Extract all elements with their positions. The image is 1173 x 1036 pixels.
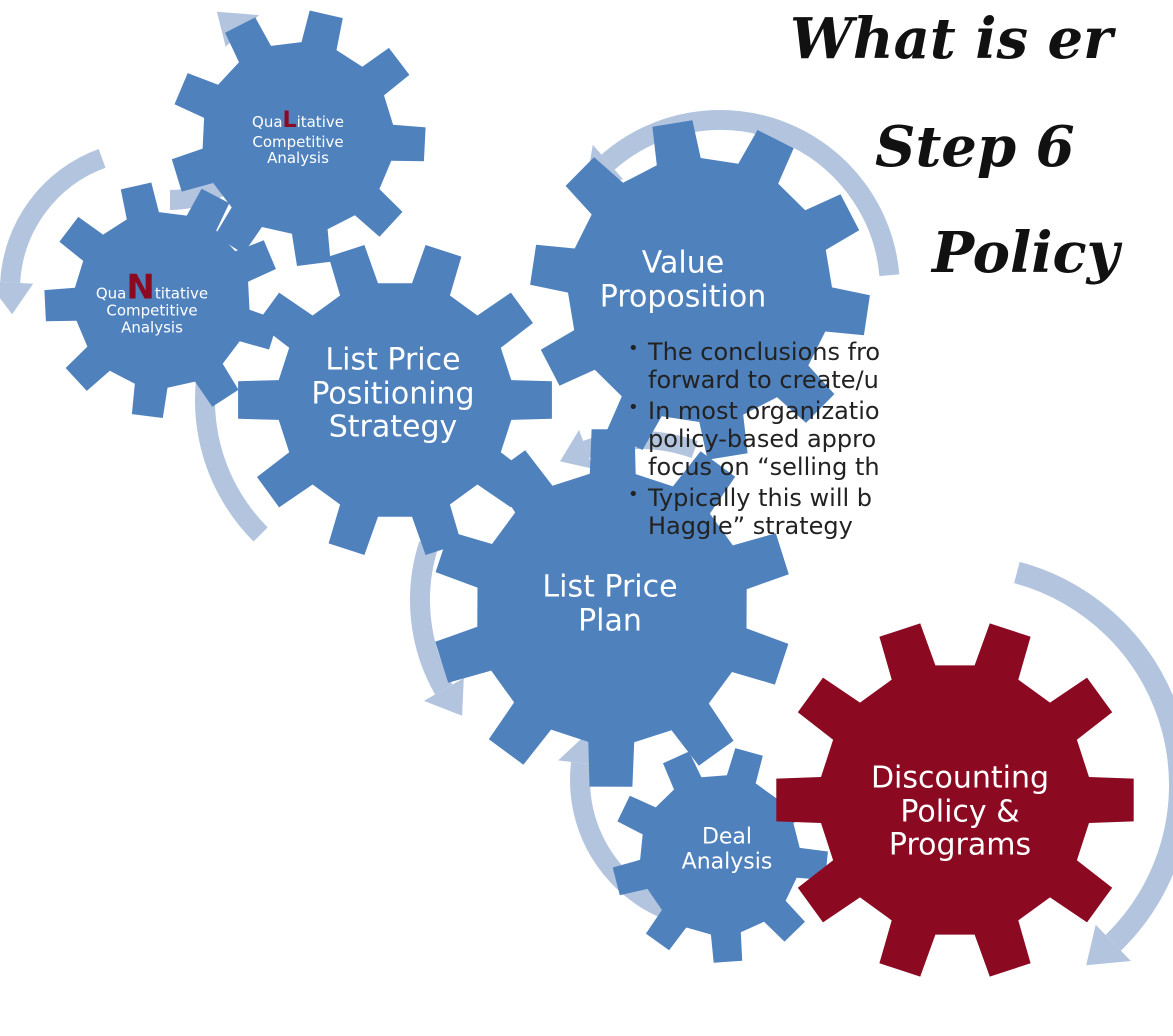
arrow-discounting-head: [1086, 924, 1131, 966]
gear-label-line: Positioning: [311, 376, 475, 412]
gear-label-quantitative-line3: Analysis: [121, 317, 183, 336]
bullet-line: focus on “selling th: [648, 453, 880, 482]
gear-label-line: Programs: [888, 827, 1032, 863]
gear-label-line: Plan: [578, 603, 642, 638]
gear-label-value-proposition: Value Proposition: [600, 246, 766, 313]
gear-label-discounting: Discounting Policy & Programs: [871, 762, 1049, 863]
title-line-1: What is er: [790, 6, 1113, 72]
gear-label-plan: List Price Plan: [542, 570, 677, 637]
bullet-line: Typically this will b: [648, 483, 873, 512]
gear-discounting: [776, 623, 1134, 977]
gear-label-line: List Price: [325, 342, 461, 378]
bullet-line: policy-based appro: [648, 424, 877, 453]
gear-label-qualitative-line2: Competitive: [252, 132, 344, 151]
bullet-line: forward to create/u: [648, 366, 879, 395]
gear-qualitative: [171, 10, 426, 266]
gear-label-line: Analysis: [681, 849, 773, 874]
bullet-item: Typically this will b Haggle” strategy: [628, 484, 1173, 541]
gear-label-line: Discounting: [870, 760, 1050, 796]
gear-deal: [612, 748, 828, 963]
bullet-item: In most organizatio policy-based appro f…: [628, 397, 1173, 482]
gear-label-quantitative: QuaNtitative Competitive Analysis: [95, 267, 209, 336]
gear-label-line: Deal: [701, 824, 753, 850]
gear-quantitative: [44, 182, 279, 418]
bullet-line: In most organizatio: [648, 396, 880, 425]
arrow-plan-left-shaft: [410, 541, 453, 695]
gear-label-line: Strategy: [328, 409, 458, 445]
title-line-3: Policy: [932, 220, 1120, 286]
gear-label-qualitative-line3: Analysis: [267, 149, 329, 168]
gear-positioning: [238, 245, 552, 555]
gear-label-qualitative-line1: QuaLitative: [252, 107, 344, 133]
title-line-2: Step 6: [875, 114, 1075, 180]
bullet-item: The conclusions fro forward to create/u: [628, 338, 1173, 395]
arrow-bottom-shaft: [570, 762, 672, 920]
gear-label-line: Policy &: [900, 794, 1020, 830]
bullet-list: The conclusions fro forward to create/u …: [628, 338, 1173, 542]
bullet-line: Haggle” strategy: [648, 511, 853, 540]
gear-label-deal: Deal Analysis: [682, 825, 773, 874]
gear-label-qualitative: QuaLitative Competitive Analysis: [252, 107, 344, 168]
arrow-plan-left-head: [423, 678, 464, 716]
gear-label-quantitative-line1: QuaNtitative: [95, 267, 209, 308]
arrow-left-head: [0, 281, 34, 315]
gear-label-line: List Price: [542, 569, 678, 605]
arrow-left: [0, 149, 106, 315]
gear-label-line: Proposition: [599, 279, 767, 314]
arrow-left-shaft: [0, 149, 106, 284]
arrow-plan-left: [410, 541, 464, 716]
bullet-line: The conclusions fro: [648, 338, 881, 366]
arrow-plan-top-head: [560, 429, 594, 469]
gear-label-quantitative-line2: Competitive: [106, 301, 198, 320]
gear-label-line: Value: [641, 245, 725, 281]
gear-label-positioning: List Price Positioning Strategy: [311, 344, 474, 445]
